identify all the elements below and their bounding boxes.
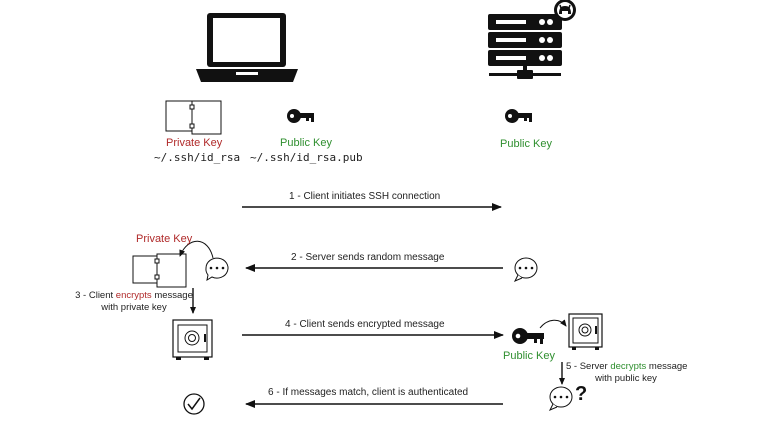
safe-icon — [568, 313, 603, 350]
step-3-line2: with private key — [101, 302, 167, 313]
step-3-suffix: message — [151, 290, 193, 301]
curved-arrow — [539, 319, 567, 329]
checkmark-icon — [183, 393, 205, 415]
step-5-prefix: 5 - Server — [566, 361, 611, 372]
speech-bubble-icon — [513, 257, 538, 282]
key-icon — [287, 109, 314, 123]
server-icon — [488, 14, 562, 79]
step-3-highlight: encrypts — [115, 290, 152, 301]
step-1-label: 1 - Client initiates SSH connection — [289, 191, 441, 202]
speech-bubble-icon — [548, 386, 573, 411]
public-key-path: ~/.ssh/id_rsa.pub — [250, 151, 363, 164]
private-key-document-icon — [165, 100, 222, 135]
private-key-document-icon — [132, 253, 187, 288]
private-key-path: ~/.ssh/id_rsa — [154, 151, 241, 164]
step-5-highlight: decrypts — [610, 361, 647, 372]
key-icon — [512, 328, 544, 344]
laptop-icon — [196, 13, 298, 82]
flow-private-key-label: Private Key — [136, 233, 193, 245]
step-4-label: 4 - Client sends encrypted message — [285, 319, 445, 330]
step-3-prefix: 3 - Client — [75, 290, 116, 301]
step-3-label: 3 - Client encrypts message with private… — [74, 290, 194, 314]
step-5-label: 5 - Server decrypts message with public … — [566, 361, 688, 385]
question-mark: ? — [575, 383, 588, 405]
step-2-label: 2 - Server sends random message — [291, 252, 445, 263]
step-6-label: 6 - If messages match, client is authent… — [268, 387, 469, 398]
github-icon — [554, 0, 576, 21]
curved-arrow — [179, 240, 214, 259]
step-5-line2: with public key — [595, 373, 657, 384]
flow-public-key-label: Public Key — [503, 350, 555, 362]
speech-bubble-icon — [205, 257, 229, 282]
private-key-label: Private Key — [166, 137, 223, 149]
server-public-key-label: Public Key — [500, 138, 552, 150]
key-icon — [505, 109, 532, 123]
step-5-suffix: message — [646, 361, 688, 372]
safe-icon — [172, 319, 213, 360]
public-key-label: Public Key — [280, 137, 332, 149]
